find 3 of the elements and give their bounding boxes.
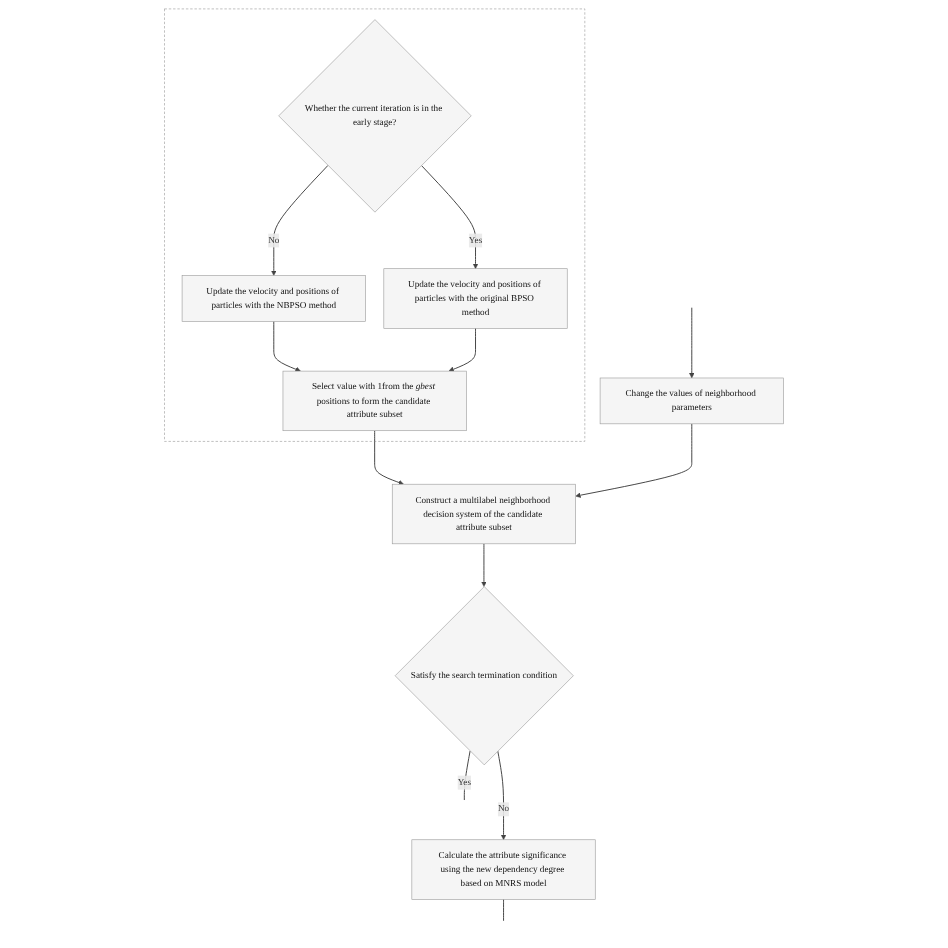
connector bbox=[503, 898, 505, 922]
connector bbox=[463, 750, 471, 801]
cluster bbox=[164, 8, 586, 442]
